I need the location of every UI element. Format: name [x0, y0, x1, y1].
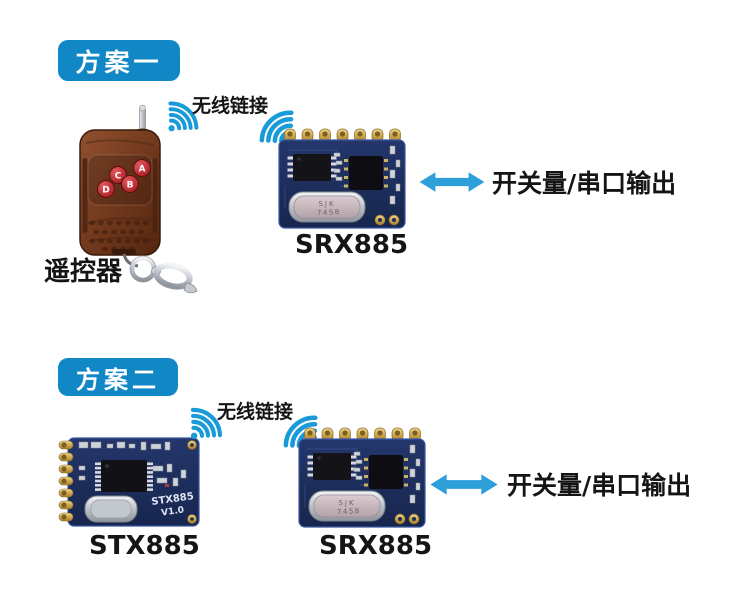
- srx885-module-image: SJK 7458: [298, 427, 426, 528]
- gold-pads: [394, 513, 420, 525]
- crystal-oscillator: SJK 7458: [288, 191, 366, 223]
- srx885-module-image: SJK 7458: [278, 128, 406, 229]
- remote-button-c: C: [109, 166, 127, 184]
- remote-button-a: A: [133, 159, 151, 177]
- rf-chip: [344, 156, 388, 190]
- module-pins: [58, 440, 74, 522]
- stx885-module-image: STX885 V1.0: [58, 437, 200, 527]
- srx885-label: SRX885: [319, 531, 433, 561]
- scheme-2-badge: 方案二: [58, 358, 178, 396]
- gold-pads: [187, 440, 197, 524]
- crystal-oscillator: SJK 7458: [308, 490, 386, 522]
- svg-text:D: D: [102, 185, 109, 195]
- remote-control-image: C A D B: [79, 104, 198, 294]
- wifi-signal-icon: [190, 407, 223, 440]
- svg-text:SJK: SJK: [338, 499, 355, 507]
- stx885-label: STX885: [89, 531, 200, 561]
- wireless-link-label: 无线链接: [217, 401, 294, 423]
- soic16-chip: [95, 460, 153, 492]
- smd-components: [333, 145, 401, 205]
- smd-components: [78, 441, 187, 487]
- gold-pads: [374, 214, 400, 226]
- wifi-signal-icon: [168, 101, 199, 132]
- scheme-1-badge: 方案一: [58, 40, 180, 81]
- output-label: 开关量/串口输出: [492, 169, 677, 198]
- smd-components: [353, 444, 421, 504]
- wireless-link-label: 无线链接: [192, 95, 269, 117]
- svg-text:7458: 7458: [317, 208, 341, 217]
- svg-text:C: C: [115, 171, 122, 181]
- bidirectional-arrow-icon: [430, 474, 498, 495]
- remote-label: 遥控器: [44, 257, 123, 287]
- crystal-oscillator: [84, 495, 138, 523]
- output-label: 开关量/串口输出: [507, 471, 692, 500]
- svg-text:SJK: SJK: [318, 200, 335, 208]
- bidirectional-arrow-icon: [419, 172, 485, 192]
- svg-text:7458: 7458: [337, 507, 361, 516]
- soic8-chip: [307, 453, 357, 480]
- svg-text:A: A: [139, 164, 146, 174]
- srx885-label: SRX885: [295, 230, 409, 260]
- keychain-clasp: [122, 253, 198, 294]
- remote-button-d: D: [97, 180, 115, 198]
- svg-text:B: B: [127, 180, 134, 190]
- module-pins: [304, 427, 421, 442]
- rf-chip: [364, 455, 408, 489]
- module-pins: [284, 128, 401, 143]
- soic8-chip: [287, 154, 337, 181]
- svg-text:V1.0: V1.0: [161, 505, 185, 518]
- remote-button-b: B: [121, 175, 139, 193]
